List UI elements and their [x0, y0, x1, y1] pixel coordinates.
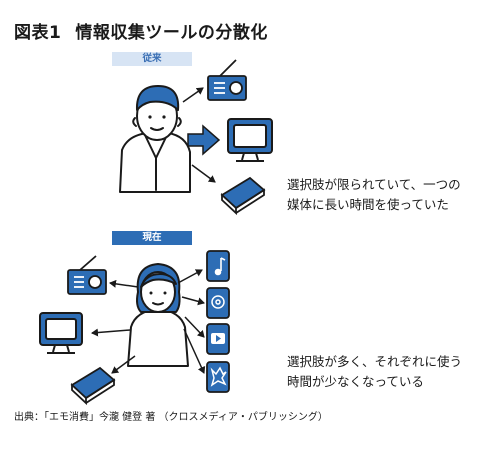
man-figure — [119, 85, 191, 193]
tv-icon — [227, 118, 273, 162]
video-app-icon — [211, 333, 225, 344]
tag-conventional: 従来 — [112, 52, 192, 66]
caption-line: 時間が少なくなっている — [287, 374, 424, 389]
figure-title: 図表1 情報収集ツールの分散化 — [14, 18, 268, 43]
caption-line: 媒体に長い時間を使っていた — [287, 197, 449, 212]
caption-line: 選択肢が限られていて、一つの — [287, 177, 461, 192]
tag-current: 現在 — [112, 231, 192, 245]
caption-line: 選択肢が多く、それぞれに使う — [287, 354, 463, 369]
game-app-icon — [210, 366, 227, 387]
music-app-icon — [214, 257, 226, 276]
tv-icon — [39, 312, 83, 354]
figure-number: 図表1 — [14, 23, 62, 43]
main-arrow — [187, 124, 221, 156]
radio-icon — [207, 59, 247, 101]
source-citation: 出典：「エモ消費」今瀧 健登 著 （クロスメディア・パブリッシング） — [14, 412, 328, 423]
radio-icon — [67, 255, 107, 295]
current-arrows — [91, 269, 206, 374]
smartphone-video — [206, 323, 230, 355]
photo-app-icon — [211, 295, 225, 309]
caption-conventional: 選択肢が限られていて、一つの 媒体に長い時間を使っていた — [287, 175, 461, 215]
smartphone-game — [206, 361, 230, 393]
book-icon — [220, 176, 266, 216]
caption-current: 選択肢が多く、それぞれに使う 時間が少なくなっている — [287, 352, 462, 392]
smartphone-music — [206, 250, 230, 282]
conventional-arrows — [182, 87, 216, 183]
book-icon — [70, 366, 116, 406]
figure-title-text: 情報収集ツールの分散化 — [75, 23, 268, 43]
smartphone-photo — [206, 287, 230, 319]
woman-figure — [127, 263, 189, 367]
